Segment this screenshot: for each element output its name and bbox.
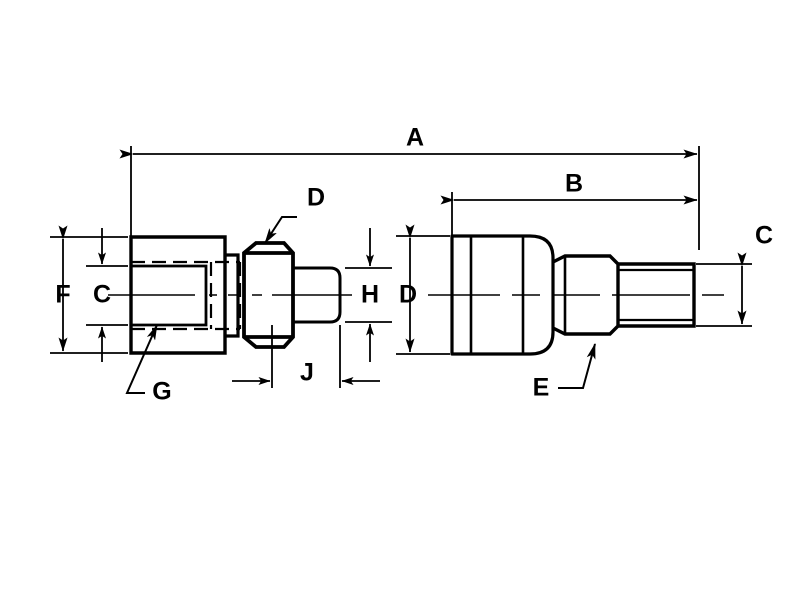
dim-label-d-leader: D bbox=[307, 184, 325, 212]
dimension-a: A bbox=[119, 124, 700, 250]
dim-label-f: G bbox=[152, 378, 171, 406]
dimension-h: H bbox=[345, 228, 392, 362]
dim-label-e: F bbox=[55, 281, 70, 309]
left-body-outline bbox=[129, 235, 227, 355]
leader-f-line bbox=[125, 324, 158, 394]
dim-label-a: A bbox=[406, 124, 424, 152]
leader-g-line bbox=[558, 343, 596, 389]
dimension-d-right: D bbox=[396, 224, 450, 355]
right-view-group bbox=[428, 234, 724, 356]
right-shank-outline bbox=[618, 262, 696, 328]
leader-f: G bbox=[125, 324, 172, 406]
dim-label-h: H bbox=[361, 281, 379, 309]
dim-label-d-right: D bbox=[399, 281, 417, 309]
left-body-bore bbox=[131, 264, 208, 327]
dim-label-j: J bbox=[300, 359, 314, 387]
right-body-outline bbox=[450, 234, 555, 356]
leader-d: D bbox=[264, 184, 325, 244]
leader-g: E bbox=[533, 343, 596, 402]
dimension-j: J bbox=[232, 325, 380, 388]
dim-label-c-left: C bbox=[93, 281, 111, 309]
dimension-c-left: C bbox=[86, 228, 128, 362]
dim-label-g: E bbox=[533, 374, 550, 402]
dim-label-b: B bbox=[565, 170, 583, 198]
dimension-e: F bbox=[50, 225, 128, 354]
dimension-b: B bbox=[440, 170, 698, 236]
dim-label-c-right: C bbox=[755, 222, 773, 250]
left-view-group bbox=[108, 235, 352, 355]
leader-d-line bbox=[264, 216, 297, 244]
dimension-c-right: C bbox=[696, 222, 773, 327]
